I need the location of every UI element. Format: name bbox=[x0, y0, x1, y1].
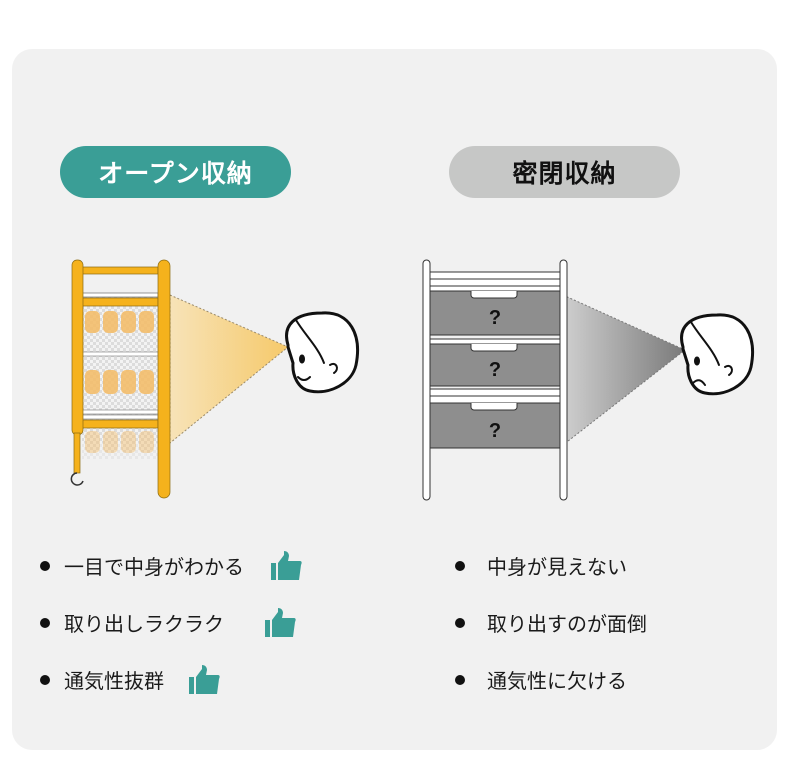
open-storage-merits: 一目で中身がわかる 取り出しラクラク 通気性抜群 bbox=[40, 537, 302, 708]
merit-item: 取り出しラクラク bbox=[40, 594, 302, 651]
bullet bbox=[40, 674, 50, 685]
bullet bbox=[455, 560, 465, 571]
demerit-text: 中身が見えない bbox=[487, 555, 627, 579]
shelf-items bbox=[81, 292, 159, 459]
merit-text: 取り出しラクラク bbox=[64, 612, 224, 636]
open-storage-title: オープン収納 bbox=[60, 146, 291, 198]
drawer-question-mark: ? bbox=[489, 307, 501, 329]
bullet bbox=[40, 617, 50, 628]
drawer-cabinet-illustration: ? ? ? bbox=[422, 259, 754, 501]
bullet bbox=[455, 674, 465, 685]
thumbs-up-icon bbox=[271, 550, 302, 580]
merit-item: 一目で中身がわかる bbox=[40, 537, 302, 594]
open-shelf-illustration bbox=[70, 259, 359, 499]
view-cone-open bbox=[169, 294, 289, 445]
bullet bbox=[455, 617, 465, 628]
closed-storage-title: 密閉収納 bbox=[449, 146, 680, 198]
demerit-text: 取り出すのが面倒 bbox=[487, 612, 647, 636]
demerit-item: 取り出すのが面倒 bbox=[455, 594, 647, 651]
worried-face bbox=[680, 313, 754, 396]
demerit-item: 通気性に欠ける bbox=[455, 651, 647, 708]
view-cone-closed bbox=[562, 294, 686, 447]
thumbs-up-icon bbox=[189, 664, 220, 694]
demerit-item: 中身が見えない bbox=[455, 537, 647, 594]
merit-text: 通気性抜群 bbox=[64, 669, 164, 693]
merit-item: 通気性抜群 bbox=[40, 651, 302, 708]
demerit-text: 通気性に欠ける bbox=[487, 669, 627, 693]
thumbs-up-icon bbox=[265, 607, 296, 637]
closed-storage-demerits: 中身が見えない 取り出すのが面倒 通気性に欠ける bbox=[455, 537, 647, 708]
drawer-question-mark: ? bbox=[489, 420, 501, 442]
merit-text: 一目で中身がわかる bbox=[64, 555, 244, 579]
drawers bbox=[428, 290, 564, 449]
smiling-face bbox=[285, 311, 359, 394]
bullet bbox=[40, 560, 50, 571]
drawer-question-mark: ? bbox=[489, 359, 501, 381]
